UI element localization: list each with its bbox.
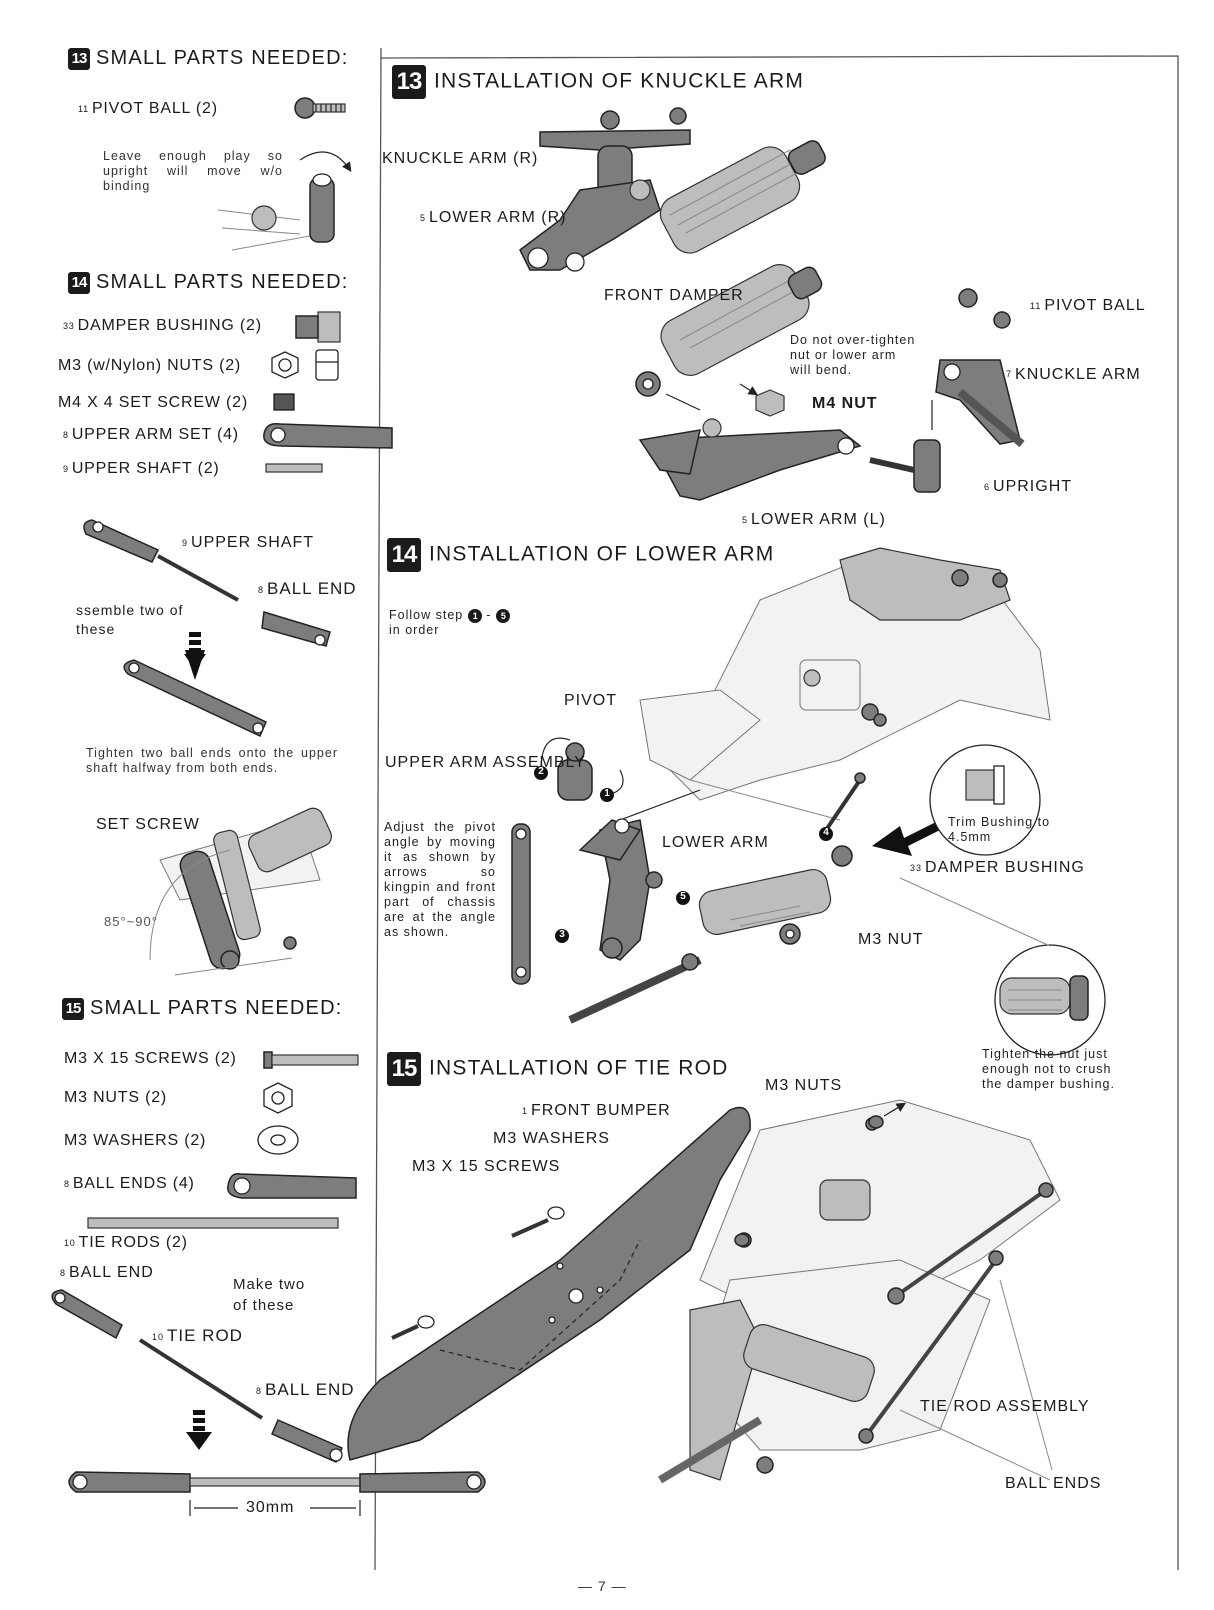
upper-arm-assembly-label: UPPER ARM ASSEMBLY (385, 754, 586, 771)
m3x15-screw-part (263, 1051, 359, 1069)
trim-bushing-note: Trim Bushing to 4.5mm (948, 815, 1051, 844)
step-marker-1: 1 (604, 788, 610, 799)
m4-nut-label: M4 NUT (812, 395, 878, 412)
overtighten-caution: Do not over-tighten nut or lower arm wil… (790, 333, 916, 377)
step-marker-3: 3 (559, 929, 565, 940)
pivot-label: PIVOT (564, 692, 618, 709)
m3-nuts-label: M3 NUTS (765, 1077, 843, 1094)
make-two-note: Make two of these (233, 1276, 306, 1314)
step13-badge: 13 (392, 65, 426, 99)
knuckle-arm-r-label: KNUCKLE ARM (R) (382, 150, 539, 167)
upper-arm-set-part (263, 422, 393, 449)
m3-nylon-nuts-item: M3 (w/Nylon) NUTS (2) (58, 357, 242, 374)
set-screw-item: M4 X 4 SET SCREW (2) (58, 394, 248, 411)
pivot-ball-detail-drawing (217, 151, 352, 251)
column-divider (374, 47, 382, 1571)
set-screw-callout: SET SCREW (96, 816, 200, 833)
step-marker-2: 2 (538, 766, 544, 777)
step15-badge: 15 (387, 1052, 421, 1086)
damper-bushing-part (295, 311, 341, 343)
step-marker-5: 5 (680, 891, 686, 902)
step-marker-4: 4 (823, 827, 829, 838)
tighten-ball-ends-note: Tighten two ball ends onto the upper sha… (86, 746, 338, 775)
s13-parts-badge: 13 (68, 47, 90, 70)
ball-ends-label: BALL ENDS (1005, 1475, 1102, 1492)
set-screw-angle-drawing (149, 807, 333, 976)
tighten-nut-note: Tighten the nut just enough not to crush… (982, 1047, 1115, 1091)
m3-nut-part (263, 1082, 293, 1114)
knuckle-arm-installation-drawing (519, 107, 1025, 501)
page-number: — 7 — (578, 1578, 627, 1594)
m3-washers-label: M3 WASHERS (493, 1130, 610, 1147)
step14-badge: 14 (387, 538, 421, 572)
pivot-ball-note: Leave enough play so upright will move w… (103, 149, 283, 193)
m3x15-screws-label: M3 X 15 SCREWS (412, 1158, 561, 1175)
m3-washer-part (257, 1125, 299, 1155)
front-damper-label: FRONT DAMPER (604, 287, 744, 304)
lower-arm-label: LOWER ARM (662, 834, 769, 851)
follow-steps-note: Follow step 1 - 5 in order (389, 608, 559, 638)
m3-nuts-item: M3 NUTS (2) (64, 1089, 168, 1106)
step-frame (380, 55, 1179, 1570)
tie-rod-assembly-drawing (51, 1289, 486, 1516)
adjust-pivot-note: Adjust the pivot angle by moving it as s… (384, 820, 496, 939)
m3-nut-label: M3 NUT (858, 931, 924, 948)
tie-rod-dimension: 30mm (246, 1499, 295, 1516)
tie-rod-part (87, 1217, 339, 1229)
ball-end-part (227, 1173, 357, 1199)
s15-parts-badge: 15 (62, 997, 84, 1020)
s14-parts-badge: 14 (68, 271, 90, 294)
upper-shaft-part (265, 463, 323, 473)
lower-arm-installation-drawing (511, 547, 1106, 1056)
angle-label: 85°~90° (104, 914, 158, 929)
upper-arm-assembly-drawing (83, 519, 331, 738)
assemble-two-note: ssemble two of these (76, 602, 184, 637)
tie-rod-installation-drawing (347, 1099, 1061, 1484)
pivot-ball-part (294, 97, 346, 119)
set-screw-part (273, 393, 295, 411)
tie-rod-assembly-label: TIE ROD ASSEMBLY (920, 1398, 1090, 1415)
m3-nylon-nut-part (271, 349, 339, 381)
m3x15-screws-item: M3 X 15 SCREWS (2) (64, 1050, 237, 1067)
m3-washers-item: M3 WASHERS (2) (64, 1132, 207, 1149)
